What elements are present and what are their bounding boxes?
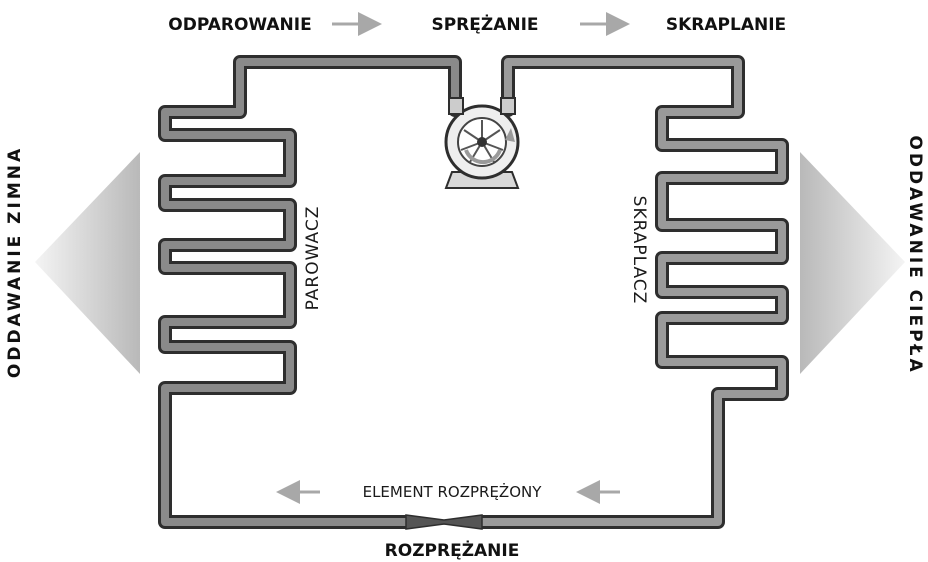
expansion-valve [405,514,483,530]
component-condenser-label: SKRAPLACZ [629,196,649,305]
stage-expansion-label: ROZPRĘŻANIE [385,539,520,561]
component-expansion-element-label: ELEMENT ROZPRĘŻONY [363,482,543,501]
stage-compression-label: SPRĘŻANIE [431,13,538,35]
component-evaporator-label: PAROWACZ [303,206,323,311]
condenser-coil [473,55,789,529]
compressor [444,97,520,189]
side-cold-release-label: ODDAWANIE ZIMNA [5,146,25,378]
cold-release-shape [35,28,140,492]
stage-condensation-label: SKRAPLANIE [666,15,786,35]
stage-evaporation-label: ODPAROWANIE [168,15,311,35]
evaporator-coil [158,55,462,529]
heat-release-shape [800,28,905,492]
side-heat-release-label: ODDAWANIE CIEPŁA [905,135,925,374]
